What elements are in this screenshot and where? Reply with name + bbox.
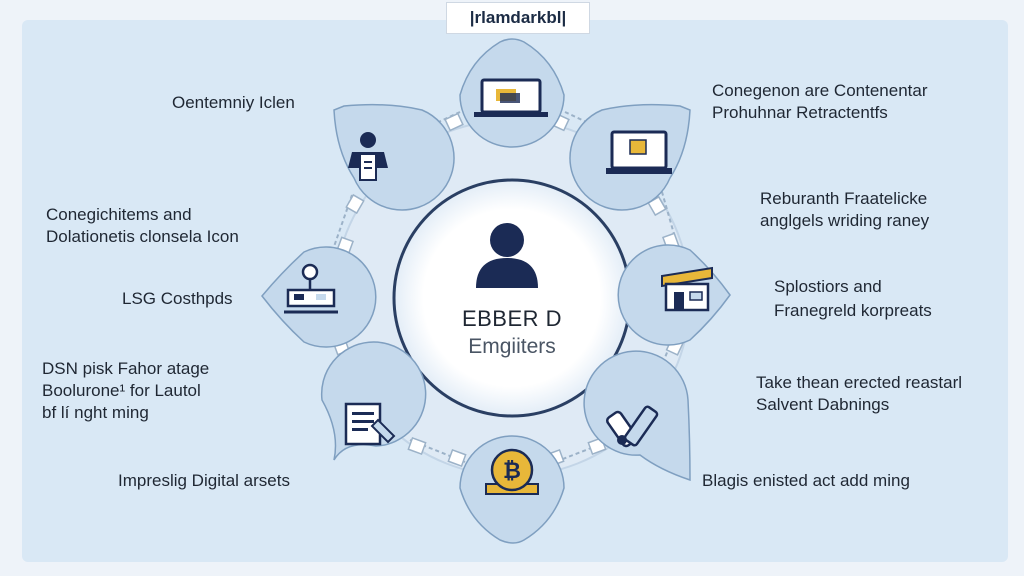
laptop-icon	[474, 78, 548, 117]
label-right-1-line1: Reburanth Fraatelicke	[760, 189, 928, 208]
arrow-marker	[447, 449, 467, 467]
label-right-1-line2: anglgels wriding raney	[760, 211, 930, 230]
node-network[interactable]	[261, 246, 377, 348]
document-icon	[344, 402, 396, 446]
label-top-right-line1: Conegenon are Contenentar	[712, 81, 928, 100]
node-laptop[interactable]	[459, 38, 565, 148]
node-document[interactable]	[320, 341, 427, 461]
label-left-3-line3: bf lí nght ming	[42, 403, 149, 422]
center-title: EBBER D	[461, 306, 563, 331]
node-shape	[333, 103, 455, 211]
arrow-marker	[444, 112, 464, 132]
node-store[interactable]	[617, 244, 731, 346]
label-bottom-right: Blagis enisted act add ming	[702, 471, 910, 490]
node-shape	[583, 350, 691, 482]
person-reading-icon	[348, 132, 388, 181]
node-monitor[interactable]	[569, 103, 691, 211]
label-right-2-line1: Splostiors and	[774, 277, 882, 296]
label-left-3-line1: DSN pisk Fahor atage	[42, 359, 210, 378]
label-right-2-line2: Franegreld korpreats	[774, 301, 932, 320]
node-person-reading[interactable]	[333, 103, 455, 211]
arrow-marker	[345, 193, 365, 215]
label-left-1-line2: Dolationetis clonsela Icon	[46, 227, 239, 246]
label-right-3-line2: Salvent Dabnings	[756, 395, 890, 414]
person-icon	[476, 223, 538, 288]
label-top-left: Oentemniy Iclen	[172, 93, 295, 112]
node-tools[interactable]	[583, 350, 691, 482]
bitcoin-icon: ₿	[485, 448, 539, 495]
connector-line	[659, 184, 681, 256]
label-bottom-left: Impreslig Digital arsets	[118, 471, 290, 490]
monitor-icon	[606, 130, 672, 174]
label-left-3-line2: Boolurone¹ for Lautol	[42, 381, 201, 400]
label-right-3-line1: Take thean erected reastarl	[756, 373, 963, 392]
label-left-1-line1: Conegichitems and	[46, 205, 192, 224]
header-badge: |rlamdarkbl|	[446, 2, 590, 34]
center-subtitle: Emgiiters	[468, 335, 556, 358]
tools-icon	[606, 405, 659, 448]
node-bitcoin[interactable]: ₿	[459, 435, 565, 544]
svg-text:₿: ₿	[503, 459, 521, 484]
label-top-right-line2: Prohuhnar Retractentfs	[712, 103, 888, 122]
store-icon	[661, 266, 713, 312]
arrow-marker	[407, 437, 427, 455]
label-left-2: LSG Costhpds	[122, 289, 233, 308]
network-icon	[284, 263, 338, 314]
